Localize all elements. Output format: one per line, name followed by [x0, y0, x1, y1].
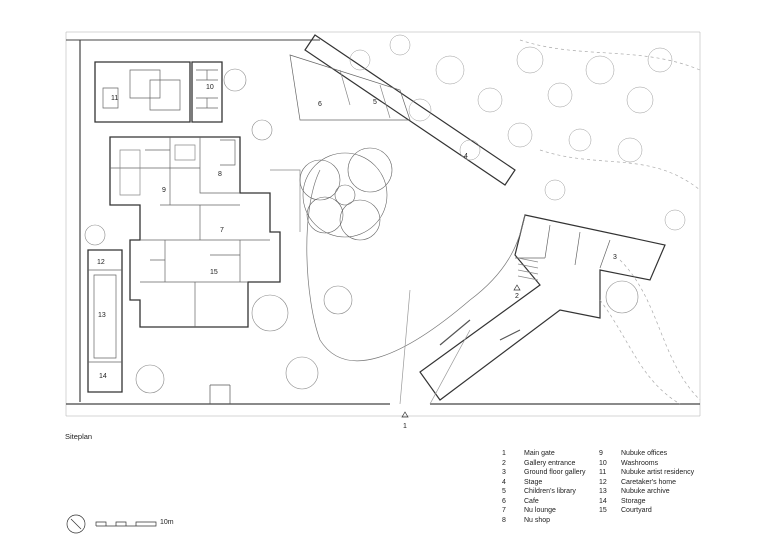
- legend-number: 3: [502, 469, 506, 476]
- building-stage: [304, 34, 516, 186]
- legend-number: 5: [502, 488, 506, 495]
- legend-number: 12: [599, 478, 607, 486]
- gallery-entrance-marker: [513, 284, 521, 291]
- garden-path: [306, 169, 526, 362]
- legend-number: 4: [502, 478, 506, 486]
- building-cafe-library: [289, 54, 411, 121]
- legend-item: 15 Courtyard: [599, 506, 729, 516]
- label-9: 9: [162, 187, 166, 194]
- legend-text: Cafe: [524, 497, 539, 505]
- label-13: 13: [98, 312, 106, 319]
- legend-text: Caretaker's home: [621, 478, 677, 486]
- trees: [84, 68, 639, 394]
- legend-text: Main gate: [524, 450, 555, 457]
- label-14: 14: [99, 373, 107, 380]
- label-10: 10: [206, 84, 214, 91]
- scale-bar: [95, 521, 157, 527]
- site-boundary: [65, 31, 701, 417]
- legend-item: 12 Caretaker's home: [599, 478, 729, 488]
- legend-item: 2 Gallery entrance: [502, 459, 602, 469]
- legend-item: 6 Cafe: [502, 497, 602, 507]
- legend-item: 1 Main gate: [502, 449, 602, 459]
- label-1: 1: [403, 423, 407, 430]
- vegetation: [349, 34, 686, 231]
- legend-item: 5 Children's library: [502, 487, 602, 497]
- scale-label: 10m: [160, 519, 174, 526]
- legend-text: Nubuke artist residency: [621, 469, 695, 476]
- building-11: [94, 61, 191, 123]
- legend-number: 13: [599, 488, 607, 495]
- building-10: [191, 61, 223, 123]
- label-4: 4: [464, 153, 468, 160]
- label-8: 8: [218, 171, 222, 178]
- legend-number: 10: [599, 459, 607, 467]
- drawing-caption: Siteplan: [65, 432, 93, 441]
- legend-text: Nu shop: [524, 516, 551, 524]
- legend-text: Stage: [524, 478, 543, 486]
- north-arrow: [66, 514, 86, 534]
- legend-item: 4 Stage: [502, 478, 602, 488]
- legend-text: Children's library: [524, 488, 576, 495]
- legend-item: 14 Storage: [599, 497, 729, 507]
- legend-text: Storage: [621, 497, 646, 505]
- legend-number: 9: [599, 450, 603, 457]
- legend-text: Courtyard: [621, 507, 652, 514]
- label-2: 2: [515, 293, 519, 300]
- central-tree: [299, 147, 393, 241]
- label-12: 12: [97, 259, 105, 266]
- main-gate-marker: [401, 411, 409, 418]
- legend-column-1: 1 Main gate 2 Gallery entrance 3 Ground flo…: [502, 449, 602, 525]
- legend-number: 8: [502, 516, 506, 524]
- legend-item: 8 Nu shop: [502, 516, 602, 526]
- legend-number: 11: [599, 469, 607, 476]
- legend-number: 7: [502, 507, 506, 514]
- label-3: 3: [613, 254, 617, 261]
- legend-number: 6: [502, 497, 506, 505]
- legend-item: 3 Ground floor gallery: [502, 468, 602, 478]
- legend-item: 13 Nubuke archive: [599, 487, 729, 497]
- legend-text: Ground floor gallery: [524, 469, 586, 476]
- legend-number: 15: [599, 507, 607, 514]
- label-7: 7: [220, 227, 224, 234]
- legend-item: 7 Nu lounge: [502, 506, 602, 516]
- legend-text: Gallery entrance: [524, 459, 576, 467]
- legend-number: 14: [599, 497, 607, 505]
- building-main-house: [109, 136, 281, 328]
- legend-item: 10 Washrooms: [599, 459, 729, 469]
- legend-number: 1: [502, 450, 506, 457]
- legend-column-2: 9 Nubuke offices 10 Washrooms 11 Nubuke art…: [599, 449, 729, 516]
- label-11: 11: [111, 95, 118, 102]
- legend-item: 11 Nubuke artist residency: [599, 468, 729, 478]
- label-5: 5: [373, 99, 377, 106]
- legend-item: 9 Nubuke offices: [599, 449, 729, 459]
- legend-text: Nubuke archive: [621, 488, 670, 495]
- building-12-13-14: [87, 249, 123, 393]
- label-6: 6: [318, 101, 322, 108]
- legend-text: Washrooms: [621, 459, 659, 467]
- legend-number: 2: [502, 459, 506, 467]
- legend-text: Nu lounge: [524, 507, 556, 514]
- legend-text: Nubuke offices: [621, 450, 668, 457]
- building-gallery: [419, 214, 666, 401]
- label-15: 15: [210, 269, 218, 276]
